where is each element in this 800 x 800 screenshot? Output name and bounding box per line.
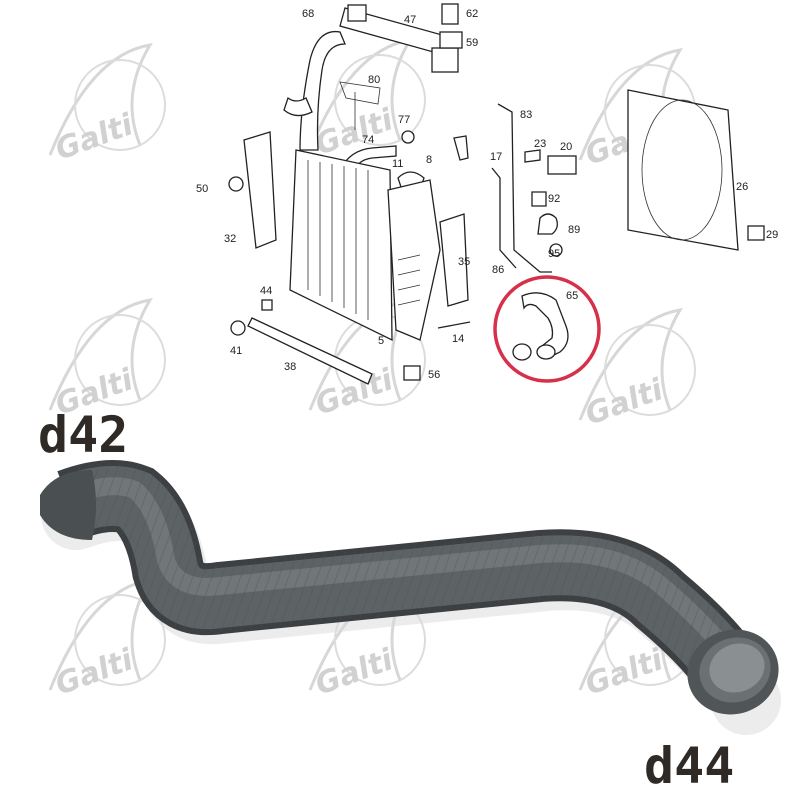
dimension-left-label: d42 — [38, 406, 128, 464]
mount-part — [403, 365, 421, 381]
connector-part — [547, 155, 577, 175]
callout-17: 17 — [490, 151, 502, 163]
callout-83: 83 — [520, 109, 532, 121]
callout-47: 47 — [404, 14, 416, 26]
callout-44: 44 — [260, 285, 272, 297]
callout-80: 80 — [368, 74, 380, 86]
shroud-bracket-part — [243, 131, 277, 249]
callout-5: 5 — [378, 335, 384, 347]
tank-ribs — [397, 254, 421, 306]
bolt-part — [524, 149, 541, 163]
pipe-part — [497, 103, 552, 273]
watermark-text: Galti — [51, 107, 139, 167]
callout-labels: 68 47 62 59 80 83 77 74 23 20 11 8 17 50… — [196, 8, 778, 381]
callout-32: 32 — [224, 233, 236, 245]
hose-photo — [40, 460, 781, 735]
callout-35: 35 — [458, 256, 470, 268]
callout-74: 74 — [362, 134, 374, 146]
bolt-part — [228, 176, 244, 192]
callout-26: 26 — [736, 181, 748, 193]
clip-part — [747, 225, 765, 241]
callout-62: 62 — [466, 8, 478, 20]
callout-20: 20 — [560, 141, 572, 153]
callout-92: 92 — [548, 193, 560, 205]
callout-41: 41 — [230, 345, 242, 357]
callout-14: 14 — [452, 333, 464, 345]
callout-23: 23 — [534, 138, 546, 150]
callout-89: 89 — [568, 224, 580, 236]
dimension-right-label: d44 — [644, 737, 734, 795]
highlight-circle — [493, 275, 601, 383]
callout-56: 56 — [428, 369, 440, 381]
fan-shroud-part — [627, 89, 739, 251]
parts-diagram: 68 47 62 59 80 83 77 74 23 20 11 8 17 50… — [196, 3, 778, 385]
hose-left-end — [40, 470, 96, 540]
callout-65: 65 — [566, 290, 578, 302]
lower-bar-part — [247, 317, 373, 385]
radiator-part — [289, 149, 393, 342]
watermark-text: Galti — [581, 372, 669, 432]
watermark-text: Galti — [581, 642, 669, 702]
radiator-fins — [307, 160, 369, 320]
callout-59: 59 — [466, 37, 478, 49]
callout-68: 68 — [302, 8, 314, 20]
callout-11: 11 — [392, 158, 403, 170]
bolt-part — [230, 320, 246, 336]
bracket-part — [339, 81, 381, 105]
pipe-part — [491, 167, 517, 269]
callout-95: 95 — [548, 248, 560, 260]
hose-end-part — [283, 96, 313, 117]
bracket-part — [439, 213, 469, 307]
callout-86: 86 — [492, 264, 504, 276]
fan-ring — [641, 99, 723, 241]
bracket-part — [431, 47, 459, 73]
bolt-part — [437, 321, 471, 329]
watermark-logo: Galti — [48, 297, 166, 423]
cap-part — [439, 31, 463, 49]
bolt-part — [531, 191, 547, 207]
hose-65-end — [536, 344, 556, 360]
callout-77: 77 — [398, 114, 410, 126]
callout-29: 29 — [766, 229, 778, 241]
watermark-logo: Galti — [48, 42, 166, 168]
clip-part — [441, 3, 459, 25]
clamp-part — [512, 343, 532, 361]
upper-hose-part — [299, 30, 346, 151]
clamp-part — [537, 213, 558, 235]
clip-part — [261, 299, 273, 311]
callout-8: 8 — [426, 154, 432, 166]
clamp-part — [401, 130, 415, 144]
nut-part — [549, 243, 563, 257]
sensor-part — [453, 135, 469, 161]
bracket-part — [347, 4, 367, 22]
callout-50: 50 — [196, 183, 208, 195]
callout-38: 38 — [284, 361, 296, 373]
expansion-tank-part — [387, 179, 441, 341]
watermark-text: Galti — [51, 642, 139, 702]
watermark-text: Galti — [311, 642, 399, 702]
